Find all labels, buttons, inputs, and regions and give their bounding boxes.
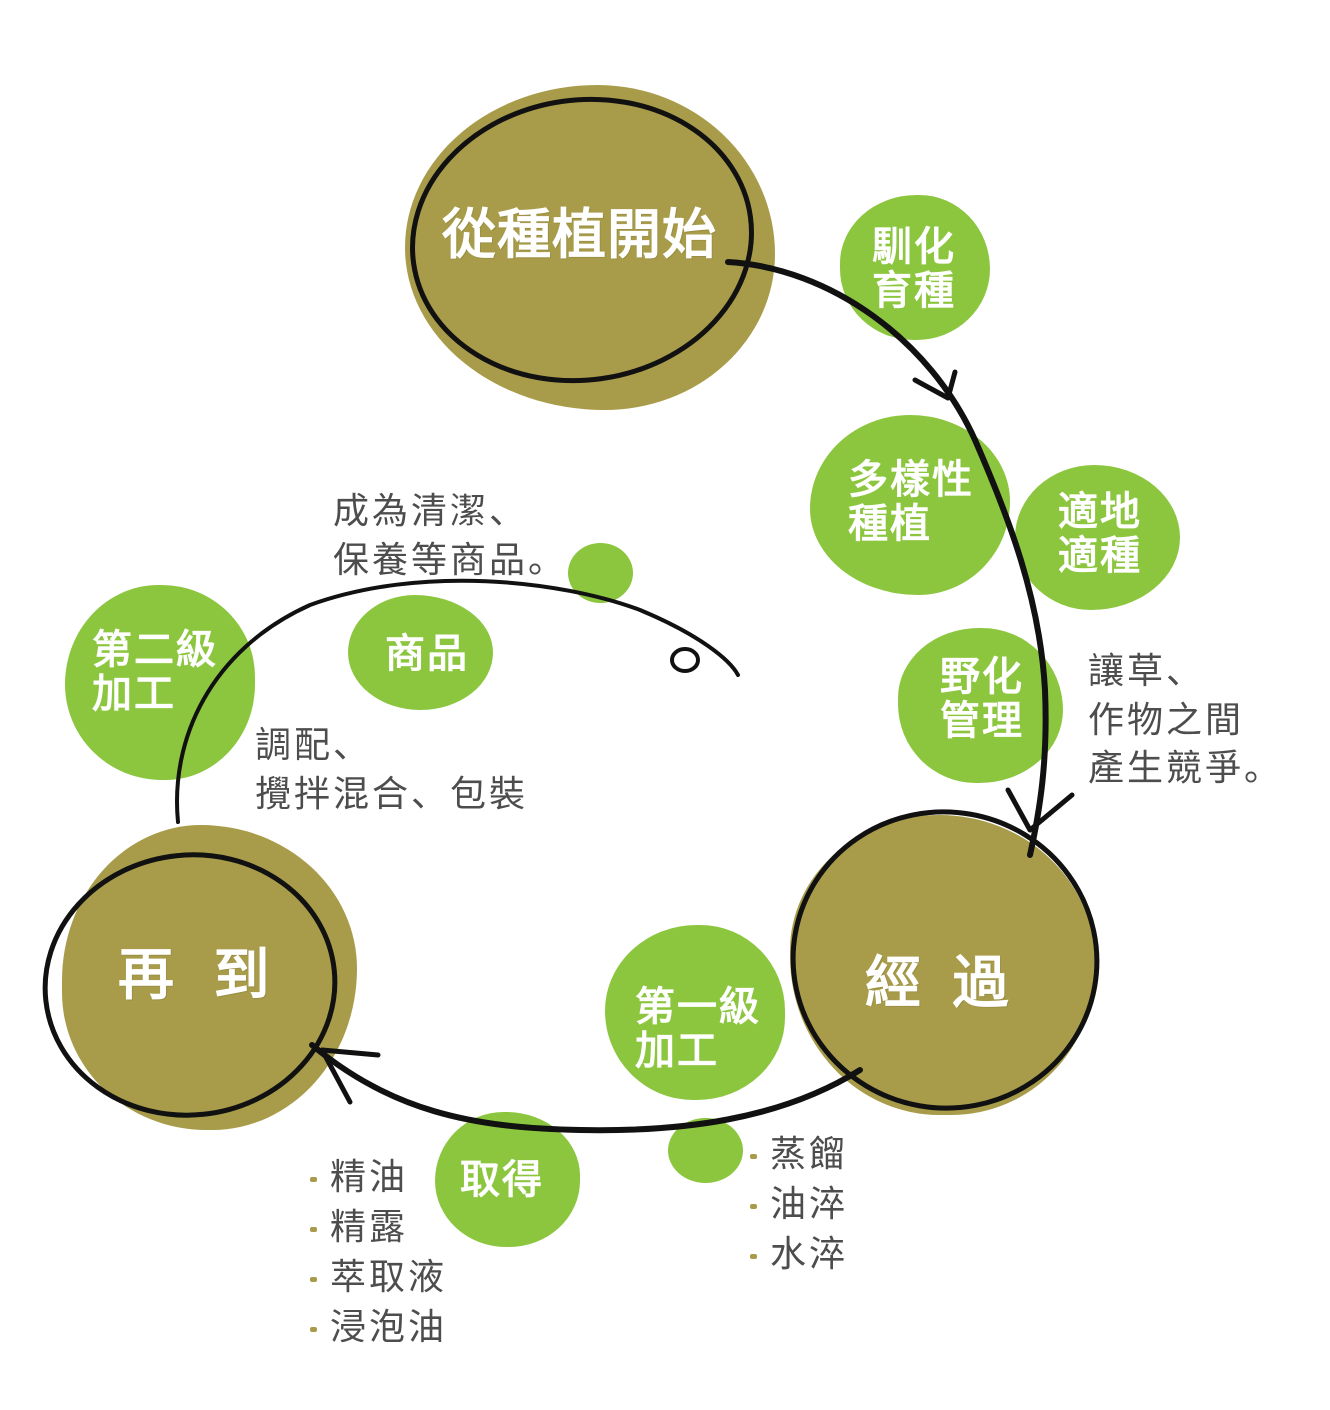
arrow-head-upper bbox=[912, 369, 958, 401]
obtained-items-list: 精油 精露 萃取液 浸泡油 bbox=[308, 1153, 447, 1353]
flow-again-to-products bbox=[175, 578, 740, 824]
right-land-blob bbox=[1015, 465, 1180, 610]
note-competition: 讓草、 作物之間 產生競爭。 bbox=[1088, 651, 1284, 790]
arrow-head-lower bbox=[1005, 787, 1075, 833]
list-item: 油淬 bbox=[748, 1180, 848, 1230]
stage-through-title: 經 過 bbox=[865, 950, 1015, 1016]
primary-methods-list: 蒸餾 油淬 水淬 bbox=[748, 1130, 848, 1280]
flow-start-to-through bbox=[725, 259, 1049, 858]
secondary-processing-blob bbox=[65, 585, 255, 780]
stage-again-title: 再 到 bbox=[118, 942, 280, 1008]
flow-through-to-again bbox=[309, 1042, 863, 1134]
list-item: 蒸餾 bbox=[748, 1130, 848, 1180]
list-item: 萃取液 bbox=[308, 1253, 447, 1303]
obtain-blob bbox=[435, 1112, 580, 1247]
list-item: 浸泡油 bbox=[308, 1303, 447, 1353]
label-domestication: 馴化 育種 bbox=[872, 224, 956, 314]
note-products: 成為清潔、 保養等商品。 bbox=[333, 491, 568, 581]
product-blob bbox=[348, 595, 493, 710]
start-ring bbox=[410, 96, 754, 384]
list-item: 精油 bbox=[308, 1153, 447, 1203]
stage-start-title: 從種植開始 bbox=[442, 202, 717, 266]
primary-processing-blob bbox=[605, 925, 785, 1100]
through-ring bbox=[790, 809, 1100, 1111]
label-diverse-planting: 多樣性 種植 bbox=[848, 457, 974, 547]
list-item: 精露 bbox=[308, 1203, 447, 1253]
again-ring bbox=[42, 852, 338, 1118]
label-right-land: 適地 適種 bbox=[1058, 489, 1142, 579]
note-blending: 調配、 攪拌混合、包裝 bbox=[255, 725, 529, 815]
arrow-head-bottom bbox=[319, 1047, 381, 1105]
label-product: 商品 bbox=[385, 631, 469, 677]
spiral-loop bbox=[670, 647, 700, 673]
domestication-blob bbox=[840, 195, 990, 340]
label-wild-management: 野化 管理 bbox=[940, 654, 1024, 744]
list-item: 水淬 bbox=[748, 1230, 848, 1280]
label-obtain: 取得 bbox=[460, 1157, 544, 1203]
wild-management-blob bbox=[898, 628, 1063, 783]
label-secondary-processing: 第二級 加工 bbox=[92, 627, 218, 717]
label-primary-processing: 第一級 加工 bbox=[635, 984, 761, 1074]
